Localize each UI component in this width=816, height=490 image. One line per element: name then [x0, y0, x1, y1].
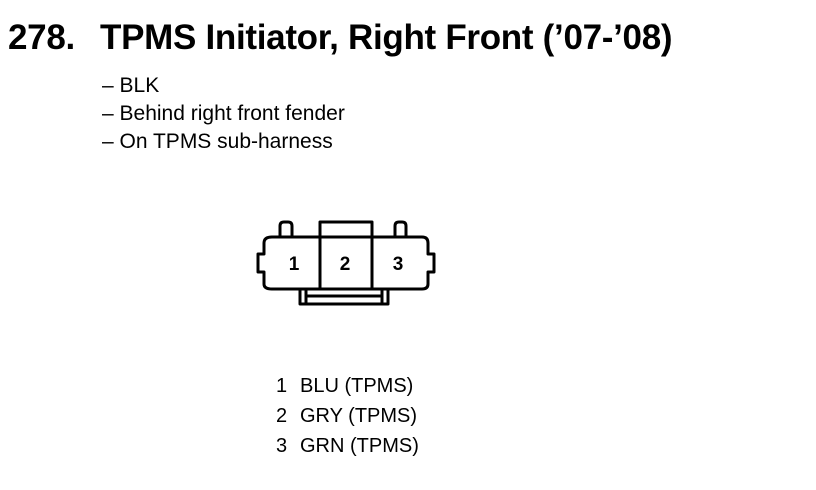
connector-outline: [256, 220, 436, 306]
pin-list: 1 BLU (TPMS) 2 GRY (TPMS) 3 GRN (TPMS): [276, 371, 419, 461]
pin-number: 2: [276, 405, 288, 427]
pin-number: 1: [276, 375, 288, 397]
bottom-rail: [298, 289, 390, 306]
pin-row: 1 BLU (TPMS): [276, 371, 419, 401]
pin-row: 3 GRN (TPMS): [276, 431, 419, 461]
pin-number: 3: [276, 435, 288, 457]
pin-label-1: 1: [289, 254, 300, 275]
note-harness: – On TPMS sub-harness: [102, 130, 333, 153]
pin-wire-label: BLU (TPMS): [300, 375, 414, 397]
connector-notes: – BLK – Behind right front fender – On T…: [102, 72, 345, 156]
left-latch-tab: [278, 220, 294, 237]
title-number: 278.: [8, 18, 75, 57]
note-location: – Behind right front fender: [102, 102, 345, 125]
connector-housing: [256, 235, 436, 291]
pin-label-2: 2: [340, 254, 351, 275]
pin-row: 2 GRY (TPMS): [276, 401, 419, 431]
page-title: 278. TPMS Initiator, Right Front (’07-’08…: [8, 14, 673, 62]
pin-wire-label: GRY (TPMS): [300, 405, 418, 427]
title-text: TPMS Initiator, Right Front (’07-’08): [100, 18, 673, 57]
note-color: – BLK: [102, 74, 160, 97]
pin-wire-label: GRN (TPMS): [300, 435, 419, 457]
center-lock: [318, 220, 374, 237]
right-latch-tab: [393, 220, 408, 237]
connector-diagram: 1 2 3: [256, 220, 436, 306]
pin-label-3: 3: [393, 254, 404, 275]
